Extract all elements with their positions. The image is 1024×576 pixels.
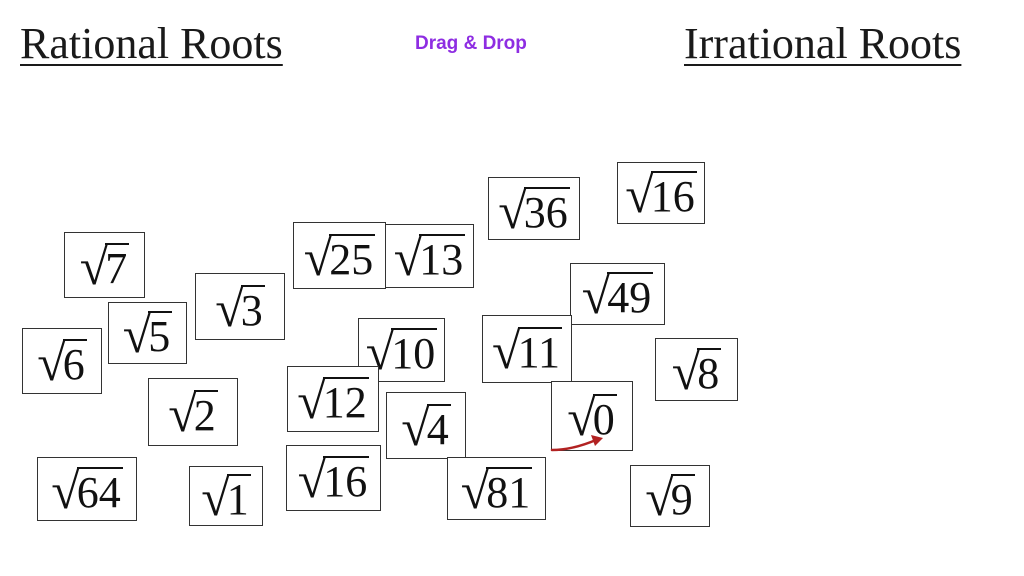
radicand: 11 (517, 327, 562, 377)
radicand: 16 (323, 456, 370, 506)
root-tile[interactable]: √ 2 (148, 378, 238, 446)
radicand: 64 (76, 467, 123, 517)
root-tile[interactable]: √ 13 (385, 224, 474, 288)
radical-sign: √ (51, 463, 80, 520)
radicand: 9 (670, 474, 695, 524)
root-tile[interactable]: √ 49 (570, 263, 665, 325)
radical-sign: √ (671, 343, 701, 401)
root-tile[interactable]: √ 6 (22, 328, 102, 394)
root-tile[interactable]: √ 16 (286, 445, 381, 511)
root-tile[interactable]: √ 9 (630, 465, 710, 527)
root-tile[interactable]: √ 16 (617, 162, 705, 224)
root-tile[interactable]: √ 25 (293, 222, 386, 289)
root-tile[interactable]: √ 12 (287, 366, 379, 432)
root-tile[interactable]: √ 4 (386, 392, 466, 459)
radical-sign: √ (297, 373, 326, 430)
radical-sign: √ (79, 239, 109, 296)
radicand: 3 (240, 284, 265, 335)
radical-sign: √ (303, 229, 333, 287)
drag-drop-instruction: Drag & Drop (415, 33, 527, 54)
radical-sign: √ (122, 307, 152, 364)
root-tile[interactable]: √ 1 (189, 466, 263, 526)
radical-sign: √ (201, 470, 230, 527)
root-tile[interactable]: √ 36 (488, 177, 580, 240)
radicand: 7 (105, 243, 130, 293)
radical-sign: √ (645, 470, 674, 527)
root-tile[interactable]: √ 0 (551, 381, 633, 451)
radical-sign: √ (393, 230, 423, 287)
root-tile[interactable]: √ 81 (447, 457, 546, 520)
radical-sign: √ (37, 335, 66, 392)
radical-sign: √ (498, 182, 527, 240)
radicand: 13 (419, 234, 466, 284)
radical-sign: √ (401, 399, 430, 457)
radical-sign: √ (625, 167, 654, 224)
root-tile[interactable]: √ 8 (655, 338, 738, 401)
radicand: 16 (650, 171, 697, 221)
radicand: 5 (148, 311, 173, 361)
radical-sign: √ (492, 323, 521, 380)
root-tile[interactable]: √ 7 (64, 232, 145, 298)
radicand: 25 (329, 233, 376, 284)
root-tile[interactable]: √ 3 (195, 273, 285, 340)
radicand: 2 (193, 390, 218, 440)
radical-sign: √ (567, 390, 596, 447)
radical-sign: √ (168, 386, 197, 443)
radicand: 1 (226, 474, 251, 524)
radicand: 0 (592, 394, 617, 444)
radicand: 49 (607, 272, 654, 322)
radicand: 8 (697, 347, 722, 398)
radicand: 4 (426, 403, 451, 454)
radical-sign: √ (215, 280, 244, 338)
radical-sign: √ (297, 452, 327, 509)
radicand: 12 (322, 377, 369, 427)
curved-arrow-icon (550, 435, 603, 452)
radical-sign: √ (460, 462, 490, 520)
radicand: 10 (391, 328, 438, 378)
root-tile[interactable]: √ 11 (482, 315, 572, 383)
radical-sign: √ (581, 268, 611, 325)
irrational-roots-heading: Irrational Roots (684, 19, 962, 68)
root-tile[interactable]: √ 64 (37, 457, 137, 521)
radicand: 81 (486, 466, 533, 517)
rational-roots-heading: Rational Roots (20, 19, 283, 68)
root-tile[interactable]: √ 5 (108, 302, 187, 364)
radicand: 36 (523, 186, 570, 237)
radicand: 6 (62, 339, 87, 389)
